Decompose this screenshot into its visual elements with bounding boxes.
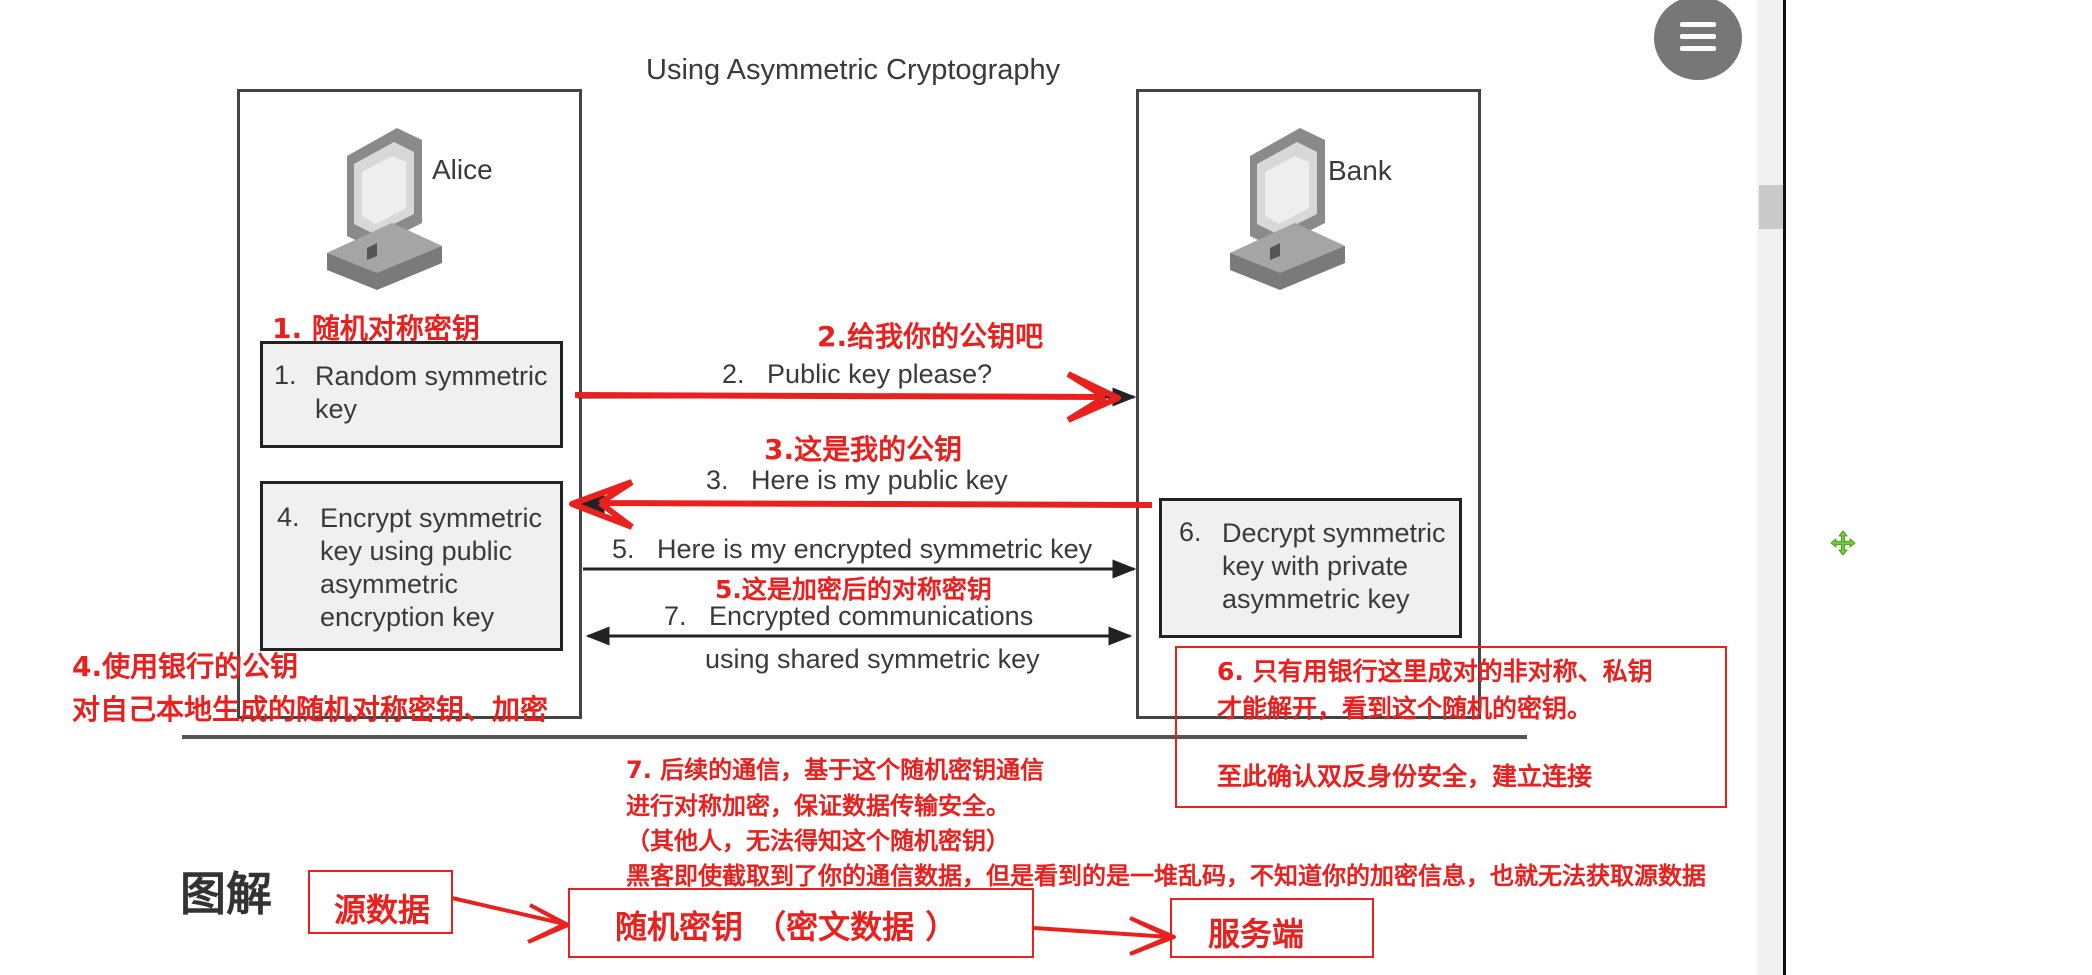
message-7-line2: using shared symmetric key	[705, 644, 1040, 674]
alice-label: Alice	[432, 154, 493, 185]
annotation-6-line1: 6. 只有用银行这里成对的非对称、私钥	[1217, 657, 1653, 686]
annotation-5: 5.这是加密后的对称密钥	[715, 575, 992, 604]
scrollbar-thumb[interactable]	[1759, 185, 1783, 229]
red-flow-arrow-2	[1033, 916, 1176, 956]
flow-source-box	[308, 870, 453, 934]
annotation-2: 2.给我你的公钥吧	[817, 320, 1044, 353]
computer-icon	[1230, 128, 1345, 290]
annotation-6-line4: 至此确认双反身份安全，建立连接	[1217, 762, 1593, 791]
annotation-6-box	[1175, 646, 1727, 808]
message-text: Public key please?	[767, 359, 993, 389]
flow-heading: 图解	[180, 867, 272, 921]
red-arrow-3	[569, 479, 1153, 530]
panel-divider	[1783, 0, 1786, 975]
annotation-7-line2: 进行对称加密，保证数据传输安全。	[626, 792, 1010, 820]
step-text-line: key	[315, 394, 358, 424]
annotation-7-line3: （其他人，无法得知这个随机密钥）	[626, 827, 1010, 855]
flow-source-label: 源数据	[334, 891, 431, 929]
step-number: 4.	[277, 502, 300, 532]
annotation-4-line1: 4.使用银行的公钥	[72, 650, 299, 683]
message-5-label: 5. Here is my encrypted symmetric key	[612, 534, 1092, 565]
step-number: 6.	[1179, 517, 1202, 547]
step-text-line: key using public	[320, 536, 513, 566]
red-flow-arrow-1	[451, 896, 570, 944]
bank-label: Bank	[1328, 155, 1392, 186]
message-number: 5.	[612, 534, 635, 564]
step-text-line: key with private	[1222, 551, 1409, 581]
alice-column	[237, 89, 582, 719]
step-number: 1.	[274, 360, 297, 390]
step-text-line: encryption key	[320, 602, 495, 632]
step-text-line: asymmetric	[320, 569, 459, 599]
annotation-6-line2: 才能解开，看到这个随机的密钥。	[1217, 694, 1593, 723]
message-7-label: 7. Encrypted communications	[664, 601, 1033, 632]
message-number: 2.	[722, 359, 745, 389]
step-box-6: 6. Decrypt symmetric key with private as…	[1159, 498, 1462, 638]
step-text-line: Random symmetric	[315, 361, 548, 391]
message-number: 3.	[706, 465, 729, 495]
hamburger-menu-icon[interactable]	[1654, 0, 1742, 80]
bank-column	[1136, 89, 1481, 719]
diagram-title: Using Asymmetric Cryptography	[646, 54, 1061, 86]
flow-server-label: 服务端	[1208, 915, 1305, 953]
step-text-line: Decrypt symmetric	[1222, 518, 1446, 548]
annotation-1: 1. 随机对称密钥	[272, 312, 480, 345]
computer-icon	[327, 128, 442, 290]
message-text: Encrypted communications	[709, 601, 1034, 631]
message-text: Here is my encrypted symmetric key	[657, 534, 1093, 564]
step-box-4: 4. Encrypt symmetric key using public as…	[260, 481, 563, 651]
flow-middle-label: 随机密钥 （密文数据 ）	[615, 908, 958, 946]
move-cursor-icon	[1830, 530, 1856, 556]
flow-server-box	[1170, 898, 1374, 958]
annotation-7-line1: 7. 后续的通信，基于这个随机密钥通信	[626, 756, 1045, 784]
annotation-4-line2: 对自己本地生成的随机对称密钥、加密	[72, 693, 549, 726]
red-arrow-2	[574, 371, 1121, 423]
step-text-line: asymmetric key	[1222, 584, 1410, 614]
annotation-7-line4: 黑客即使截取到了你的通信数据，但是看到的是一堆乱码，不知道你的加密信息，也就无法…	[626, 862, 1706, 890]
message-2-label: 2. Public key please?	[722, 359, 992, 390]
step-box-1: 1. Random symmetric key	[260, 341, 563, 448]
message-number: 7.	[664, 601, 687, 631]
figure-bottom-rule	[182, 735, 1527, 739]
annotation-3: 3.这是我的公钥	[764, 433, 963, 466]
step-text-line: Encrypt symmetric	[320, 503, 543, 533]
message-text: Here is my public key	[751, 465, 1008, 495]
scrollbar-track[interactable]	[1757, 0, 1785, 975]
flow-middle-box	[568, 888, 1034, 958]
message-3-label: 3. Here is my public key	[706, 465, 1008, 496]
